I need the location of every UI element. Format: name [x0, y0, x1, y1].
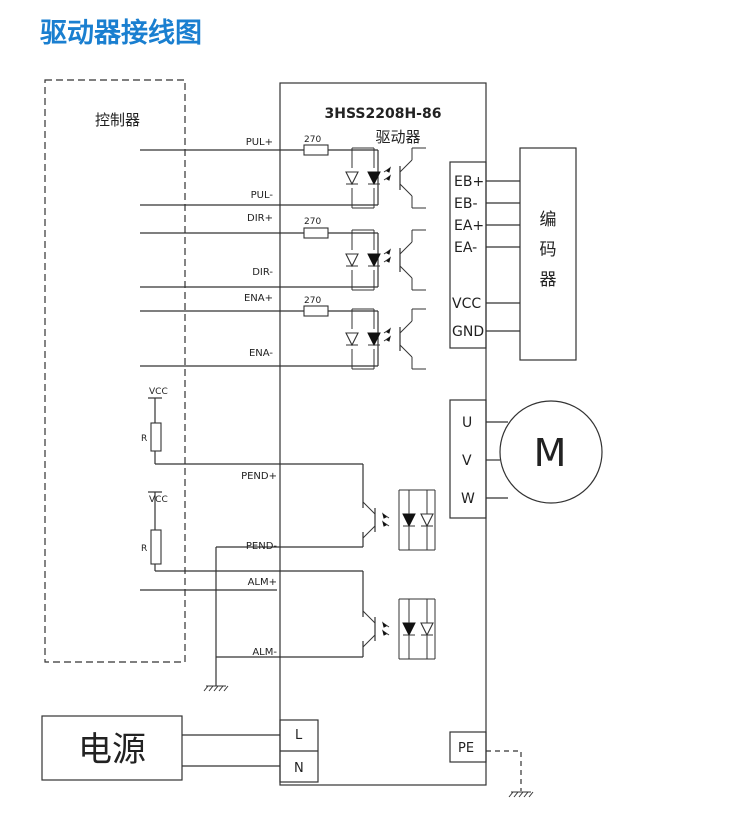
r-label: R [141, 544, 147, 554]
encoder-port: EB+ EB- EA+ EA- VCC GND 编 码 器 [449, 147, 577, 361]
power-label: 电源 [78, 730, 146, 770]
encoder-label: 器 [540, 270, 557, 290]
vcc-label: VCC [149, 495, 168, 505]
r-label: R [141, 434, 147, 444]
encoder-label: 码 [540, 240, 557, 260]
vcc-label: VCC [149, 387, 168, 397]
resistor-270 [303, 144, 329, 156]
encoder-pin: EA- [454, 240, 477, 256]
encoder-box [519, 147, 577, 361]
motor-label: M [534, 431, 567, 475]
power-section: 电源 L N [41, 715, 319, 783]
common-ground [203, 547, 229, 692]
controller-box [44, 79, 186, 663]
signal-label: ALM+ [248, 577, 277, 588]
encoder-pin: GND [452, 324, 484, 340]
encoder-pin: EB- [454, 196, 478, 212]
controller-label: 控制器 [95, 111, 140, 129]
alm-channel: VCC R ALM+ ALM- [140, 491, 436, 660]
driver-model: 3HSS2208H-86 [325, 106, 442, 122]
encoder-pin: VCC [452, 296, 481, 312]
ena-channel: ENA+ ENA- 270 [140, 293, 427, 370]
pullup-resistor [150, 422, 162, 452]
resistor-value: 270 [304, 135, 321, 145]
encoder-label: 编 [540, 210, 557, 230]
resistor-270 [303, 227, 329, 239]
signal-label: PEND+ [241, 471, 277, 482]
dir-channel: DIR+ DIR- 270 [140, 213, 427, 291]
page-title: 驱动器接线图 [40, 18, 202, 49]
signal-label: PUL- [251, 190, 274, 201]
motor-port: U V W M [449, 399, 603, 519]
power-pin: L [295, 728, 303, 743]
motor-pin: U [462, 415, 472, 431]
pul-channel: PUL+ PUL- 270 [140, 135, 427, 209]
driver-label: 驱动器 [375, 128, 420, 146]
resistor-270 [303, 305, 329, 317]
pend-channel: VCC R PEND+ PEND- [141, 387, 436, 552]
signal-label: PEND- [246, 541, 278, 552]
motor-pin: V [462, 453, 472, 469]
encoder-pin: EA+ [454, 218, 484, 234]
pe-label: PE [458, 741, 474, 756]
signal-label: PUL+ [246, 137, 273, 148]
pe-terminal [449, 731, 487, 763]
resistor-value: 270 [304, 296, 321, 306]
power-box [41, 715, 183, 781]
resistor-value: 270 [304, 217, 321, 227]
motor-pin: W [461, 491, 475, 507]
pe-section: PE [449, 731, 534, 798]
signal-label: DIR+ [247, 213, 273, 224]
motor-circle [499, 400, 603, 504]
signal-label: ALM- [252, 647, 277, 658]
power-pin: N [294, 761, 304, 776]
encoder-pin: EB+ [454, 174, 484, 190]
encoder-terminal-block [449, 161, 487, 349]
signal-label: DIR- [252, 267, 273, 278]
pullup-resistor [150, 529, 162, 565]
signal-label: ENA- [249, 348, 273, 359]
signal-label: ENA+ [244, 293, 273, 304]
motor-terminal-block [449, 399, 487, 519]
